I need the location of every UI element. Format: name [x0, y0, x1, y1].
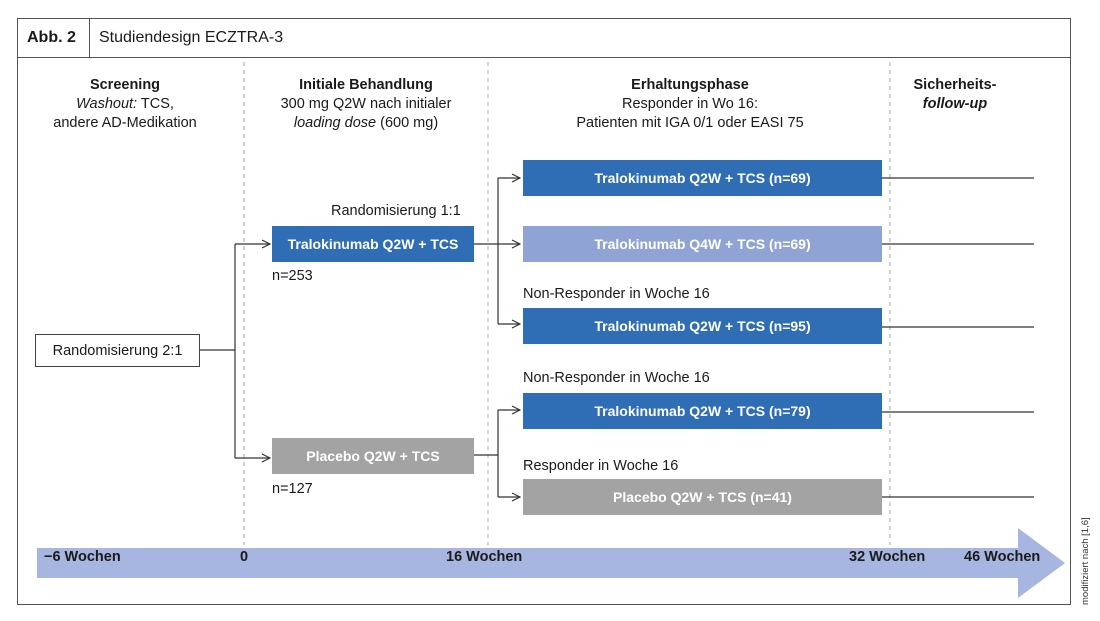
maintenance-arm-note: Responder in Woche 16 [523, 458, 679, 474]
timeline-label: 46 Wochen [964, 549, 1041, 565]
phase-text: loading dose [293, 115, 377, 131]
timeline-arrow [37, 528, 1065, 598]
phase-screening: Screening Washout: TCS, andere AD-Medika… [30, 76, 220, 133]
phase-text: Patienten mit IGA 0/1 oder EASI 75 [576, 115, 804, 131]
initial-arm-tralokinumab: Tralokinumab Q2W + TCS [272, 226, 474, 262]
maintenance-arm-tralo-q2w-69: Tralokinumab Q2W + TCS (n=69) [523, 160, 882, 196]
initial-arm-n: n=253 [272, 268, 313, 284]
source-note: modifiziert nach [1,6] [1080, 517, 1091, 605]
initial-arm-n: n=127 [272, 481, 313, 497]
phase-title: Erhaltungsphase [631, 77, 749, 93]
phase-maintenance: Erhaltungsphase Responder in Wo 16: Pati… [530, 76, 850, 133]
phase-dividers [243, 62, 891, 545]
phase-initial-treatment: Initiale Behandlung 300 mg Q2W nach init… [250, 76, 482, 133]
maintenance-arm-tralo-q2w-95: Tralokinumab Q2W + TCS (n=95) [523, 308, 882, 344]
title-bar: Abb. 2 Studiendesign ECZTRA-3 [18, 19, 1070, 58]
phase-text: Washout: [76, 96, 138, 112]
phase-title: Initiale Behandlung [299, 77, 433, 93]
initial-arm-placebo: Placebo Q2W + TCS [272, 438, 474, 474]
figure-title: Studiendesign ECZTRA-3 [99, 29, 284, 46]
maintenance-arm-tralo-q4w-69: Tralokinumab Q4W + TCS (n=69) [523, 226, 882, 262]
figure-frame: Abb. 2 Studiendesign ECZTRA-3 [17, 18, 1071, 605]
phase-text: andere AD-Medikation [53, 115, 197, 131]
randomization-2-1-box: Randomisierung 2:1 [35, 334, 200, 367]
randomization-1-1-label: Randomisierung 1:1 [331, 203, 461, 219]
phase-title: Screening [89, 77, 161, 93]
maintenance-arm-placebo-41: Placebo Q2W + TCS (n=41) [523, 479, 882, 515]
timeline-label: 0 [240, 549, 249, 565]
phase-title: follow-up [922, 96, 988, 112]
timeline-label: −6 Wochen [44, 549, 121, 565]
maintenance-arm-tralo-q2w-79: Tralokinumab Q2W + TCS (n=79) [523, 393, 882, 429]
maintenance-arm-note: Non-Responder in Woche 16 [523, 370, 710, 386]
figure-number: Abb. 2 [18, 19, 90, 57]
maintenance-arm-note: Non-Responder in Woche 16 [523, 286, 710, 302]
timeline-label: 32 Wochen [849, 549, 926, 565]
phase-title: Sicherheits- [913, 77, 997, 93]
phase-safety-follow-up: Sicherheits- follow-up [893, 76, 1017, 114]
phase-text: 300 mg Q2W nach initialer [280, 96, 452, 112]
phase-text: Responder in Wo 16: [622, 96, 758, 112]
phase-text: TCS, [137, 96, 174, 112]
timeline-label: 16 Wochen [446, 549, 523, 565]
phase-text: (600 mg) [376, 115, 439, 131]
